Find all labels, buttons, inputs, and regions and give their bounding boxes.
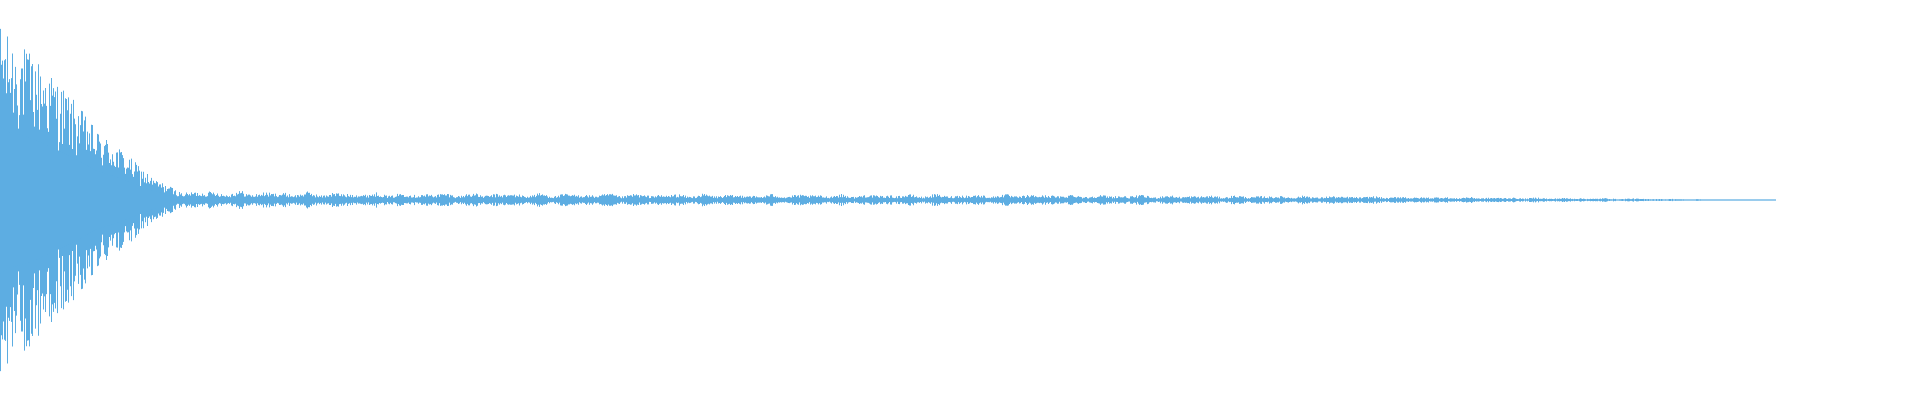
waveform-core [0,126,174,274]
waveform-bars [0,28,1776,372]
